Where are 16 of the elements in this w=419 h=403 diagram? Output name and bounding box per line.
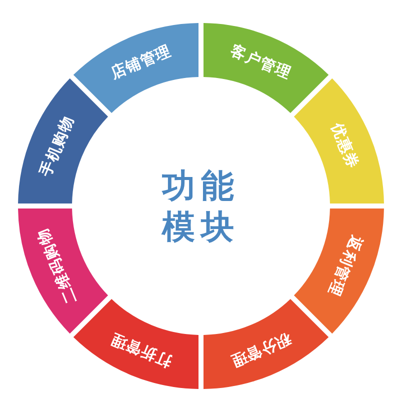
segment-label: 手机购物 (35, 112, 78, 180)
segment-label: 优惠券 (326, 120, 364, 173)
ring-segment (294, 208, 384, 334)
segment-label: 二维码购物 (32, 224, 82, 307)
ring-segment (18, 78, 108, 204)
segment-label: 打折管理 (107, 328, 176, 373)
segment-label: 客户管理 (226, 40, 295, 84)
ring-segment (204, 23, 329, 114)
ring-segment (204, 298, 329, 389)
center-title: 功能模块 (161, 164, 241, 248)
segment-label: 店铺管理 (107, 40, 176, 84)
ring-segment (73, 23, 198, 114)
segment-label: 返利管理 (324, 232, 367, 300)
ring-segment (18, 208, 108, 334)
segment-label: 积分管理 (226, 328, 295, 373)
ring-segment (294, 78, 384, 204)
